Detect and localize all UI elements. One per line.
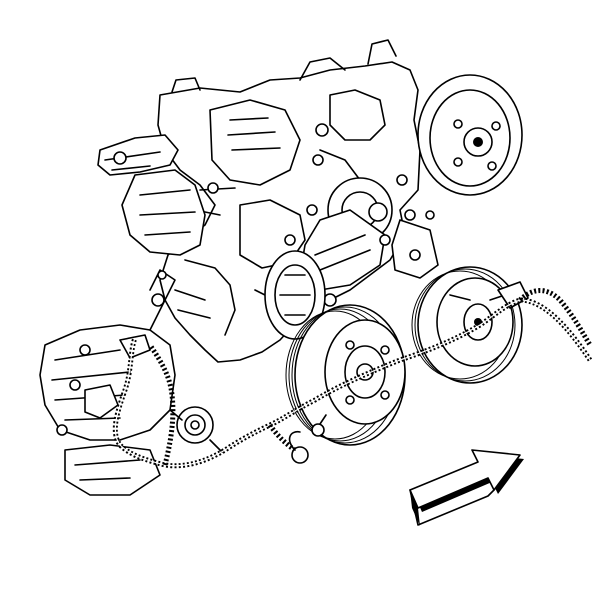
engine-block (157, 39, 421, 363)
crank-pulley (285, 304, 406, 446)
compressor-pulley (411, 266, 529, 384)
top-pulley (417, 74, 523, 196)
crank-sensor (169, 406, 223, 453)
wiring-harness (112, 288, 593, 469)
lower-left-housing (39, 269, 176, 496)
idler-pulley (264, 250, 326, 340)
direction-arrow-icon (409, 449, 524, 526)
left-mount-bracket (97, 134, 206, 256)
